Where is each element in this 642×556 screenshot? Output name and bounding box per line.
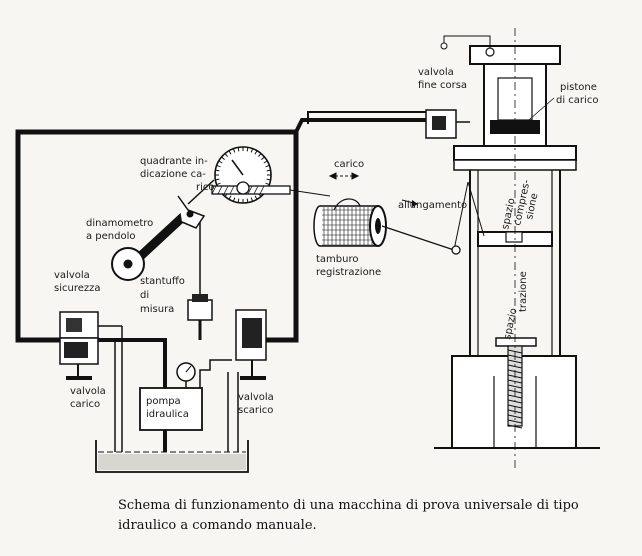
load-direction-arrows-icon [328,172,360,180]
load-valve [59,337,99,380]
label-discharge-valve-1: valvola [238,392,274,403]
hydraulic-pump: pompa idraulica [139,387,203,431]
label-dial-3: rico [196,182,215,193]
end-stroke-valve [425,109,470,139]
label-plunger-1: stantuffo [140,276,185,287]
load-dial [211,146,331,204]
label-load-valve-2: carico [70,399,100,410]
figure-caption: Schema di funzionamento di una macchina … [118,496,618,536]
pressure-gauge-icon [176,362,196,388]
discharge-valve [235,309,267,380]
label-safety-valve-2: sicurezza [54,283,101,294]
pump-label-1: pompa [146,396,181,407]
pump-label-2: idraulica [146,409,189,420]
label-load-piston-2: di carico [556,95,598,106]
label-tension-2: trazione [518,271,529,312]
recording-drum [313,198,455,251]
label-dynamometer-2: a pendolo [86,231,136,242]
label-load: carico [334,159,364,170]
label-drum-1: tamburo [316,254,359,265]
label-end-stroke-valve-1: valvola [418,67,454,78]
label-compression-3: sione [524,192,540,220]
label-safety-valve-1: valvola [54,270,90,281]
pendulum-dynamometer [111,179,215,281]
label-end-stroke-valve-2: fine corsa [418,80,467,91]
measuring-plunger [187,216,213,321]
label-discharge-valve-2: scarico [238,405,273,416]
label-load-valve-1: valvola [70,386,106,397]
label-plunger-3: misura [140,304,174,315]
label-dial-1: quadrante in- [140,156,208,167]
diagram-labels: valvola fine corsa pistone di carico qua… [54,67,598,416]
label-drum-2: registrazione [316,267,381,278]
label-load-piston-1: pistone [560,82,597,93]
label-dial-2: dicazione ca- [140,169,206,180]
label-elongation: allungamento [398,200,467,211]
label-dynamometer-1: dinamometro [86,218,153,229]
oil-reservoir [95,440,249,473]
label-tension-1: spazio [502,307,519,340]
caption-line-1: Schema di funzionamento di una macchina … [118,498,579,513]
label-plunger-2: di [140,290,149,301]
safety-valve [59,311,122,339]
caption-line-2: idraulico a comando manuale. [118,518,317,533]
